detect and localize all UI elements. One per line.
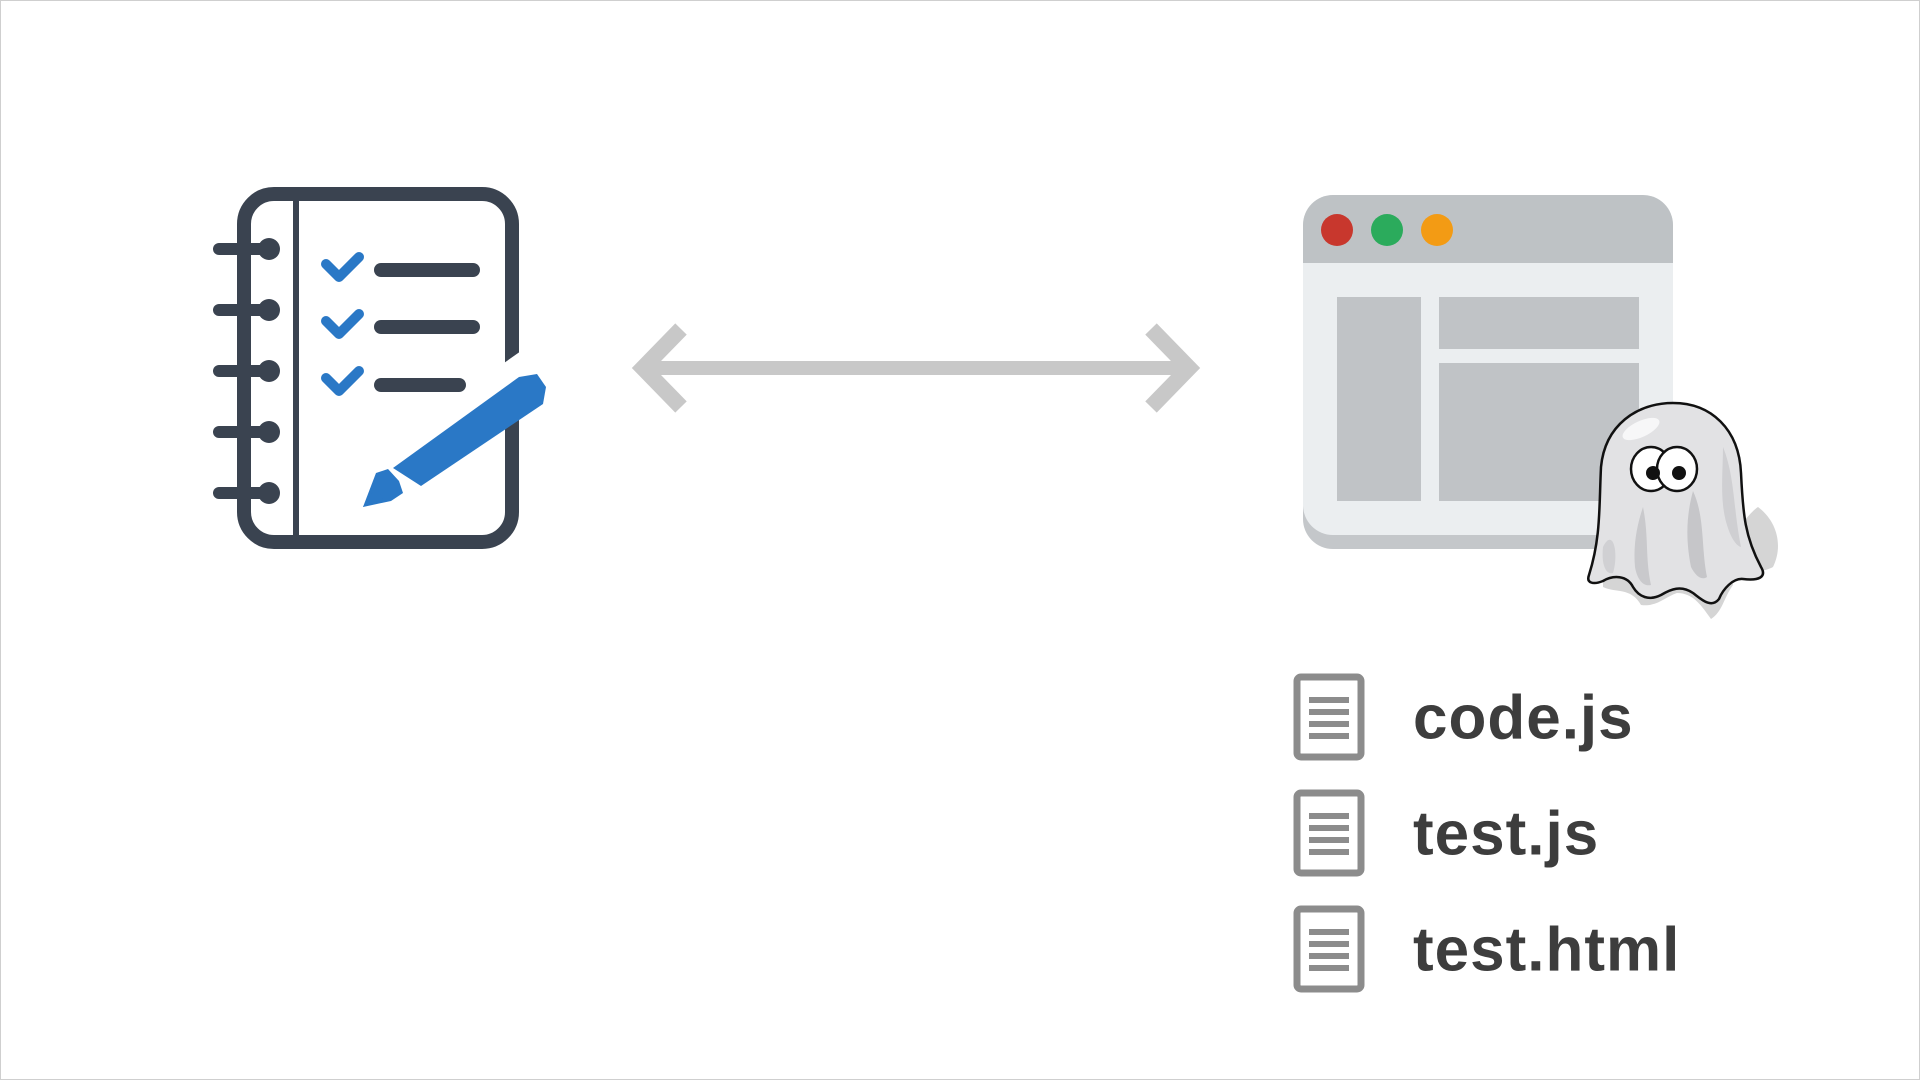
document-icon: [1293, 905, 1365, 993]
file-row-code-js: code.js: [1293, 673, 1713, 763]
file-name: test.js: [1413, 799, 1600, 869]
minimize-dot-icon: [1421, 214, 1453, 246]
double-arrow-icon: [631, 323, 1201, 413]
file-row-test-html: test.html: [1293, 905, 1713, 995]
document-icon: [1293, 673, 1365, 761]
document-icon: [1293, 789, 1365, 877]
file-name: test.html: [1413, 915, 1681, 985]
close-dot-icon: [1321, 214, 1353, 246]
ghost-icon: [1587, 401, 1778, 619]
file-name: code.js: [1413, 683, 1634, 753]
file-row-test-js: test.js: [1293, 789, 1713, 879]
checklist-notebook-icon: [213, 187, 556, 549]
maximize-dot-icon: [1371, 214, 1403, 246]
